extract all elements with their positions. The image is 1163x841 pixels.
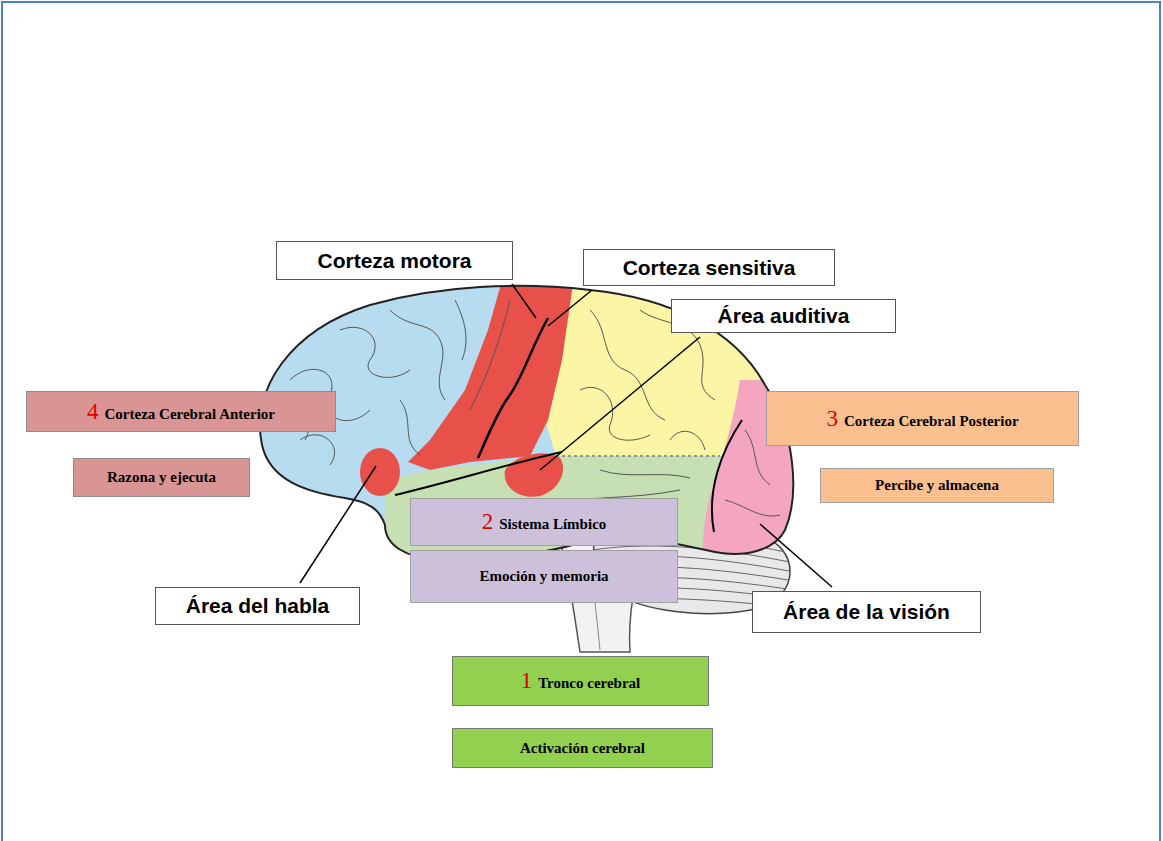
function-box: Razona y ejecuta — [73, 458, 250, 497]
function-box: Emoción y memoria — [410, 550, 678, 603]
callout-number: 3 — [826, 406, 838, 432]
region-title-box: 4 Corteza Cerebral Anterior — [26, 391, 336, 432]
callout-number: 1 — [521, 668, 533, 694]
box-label: Emoción y memoria — [479, 568, 608, 585]
callout-box: Área de la visión — [752, 591, 981, 633]
callout-box: Corteza sensitiva — [583, 249, 835, 286]
text-group: Área de la visión — [783, 600, 950, 624]
auditory-area — [505, 453, 563, 496]
central-sulcus — [478, 318, 548, 458]
text-group: Corteza sensitiva — [623, 256, 796, 280]
motor-sensory-strip — [408, 270, 575, 470]
callout-box: Corteza motora — [276, 241, 513, 280]
box-label: Corteza motora — [317, 249, 471, 273]
lateral-sulcus — [395, 452, 562, 495]
box-label: Corteza sensitiva — [623, 256, 796, 280]
box-label: Sistema Límbico — [499, 516, 606, 533]
box-label: Activación cerebral — [520, 740, 645, 757]
box-label: Corteza Cerebral Anterior — [105, 406, 276, 423]
leader-line — [512, 284, 536, 318]
leader-line — [540, 337, 700, 470]
text-group: Razona y ejecuta — [107, 469, 216, 486]
leader-line — [760, 524, 832, 587]
text-group: Área auditiva — [718, 304, 850, 328]
speech-area — [360, 448, 400, 496]
box-label: Percibe y almacena — [875, 477, 999, 494]
text-group: 3 Corteza Cerebral Posterior — [826, 406, 1018, 432]
box-label: Área de la visión — [783, 600, 950, 624]
box-label: Tronco cerebral — [538, 675, 640, 692]
text-group: 1 Tronco cerebral — [521, 668, 641, 694]
region-title-box: 1 Tronco cerebral — [452, 656, 709, 706]
region-title-box: 2 Sistema Límbico — [410, 498, 678, 546]
occipital-sulcus — [712, 420, 742, 532]
region-title-box: 3 Corteza Cerebral Posterior — [766, 391, 1079, 446]
text-group: Emoción y memoria — [479, 568, 608, 585]
text-group: Área del habla — [186, 594, 330, 618]
text-group: Percibe y almacena — [875, 477, 999, 494]
text-group: Activación cerebral — [520, 740, 645, 757]
text-group: 4 Corteza Cerebral Anterior — [87, 399, 275, 425]
text-group: 2 Sistema Límbico — [482, 509, 607, 535]
callout-box: Área auditiva — [671, 299, 896, 333]
box-label: Área del habla — [186, 594, 330, 618]
function-box: Percibe y almacena — [820, 468, 1054, 503]
leader-line — [300, 466, 376, 583]
callout-number: 4 — [87, 399, 99, 425]
callout-number: 2 — [482, 509, 494, 535]
box-label: Área auditiva — [718, 304, 850, 328]
box-label: Corteza Cerebral Posterior — [844, 413, 1019, 430]
function-box: Activación cerebral — [452, 728, 713, 768]
leader-line — [548, 290, 592, 326]
callout-box: Área del habla — [155, 587, 360, 625]
box-label: Razona y ejecuta — [107, 469, 216, 486]
lobe-boundary — [556, 455, 720, 457]
text-group: Corteza motora — [317, 249, 471, 273]
